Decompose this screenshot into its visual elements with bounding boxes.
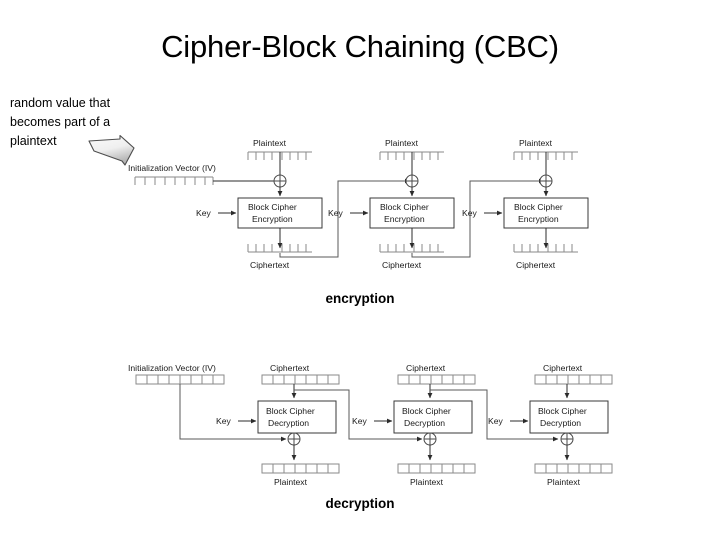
plaintext-bits-dec-1 — [261, 463, 340, 474]
key-label-enc-2: Key — [328, 208, 344, 218]
block-cipher-decryption-label-1b: Decryption — [268, 418, 309, 428]
block-cipher-encryption-label-1b: Encryption — [252, 214, 293, 224]
annotation-line-2: becomes part of a — [10, 115, 111, 129]
plaintext-label-dec-3: Plaintext — [547, 477, 581, 487]
key-label-dec-3: Key — [488, 416, 504, 426]
plaintext-bits-dec-3 — [534, 463, 613, 474]
ciphertext-bits-dec-2 — [397, 374, 476, 385]
plaintext-label-enc-3: Plaintext — [519, 138, 553, 148]
iv-bits-enc — [134, 176, 214, 185]
annotation-line-3: plaintext — [10, 134, 57, 148]
ciphertext-bits-dec-1 — [261, 374, 340, 385]
iv-label-enc: Initialization Vector (IV) — [128, 163, 216, 173]
block-cipher-decryption-label-3b: Decryption — [540, 418, 581, 428]
block-cipher-decryption-label-3a: Block Cipher — [538, 406, 587, 416]
key-label-dec-2: Key — [352, 416, 368, 426]
iv-label-dec: Initialization Vector (IV) — [128, 363, 216, 373]
key-label-dec-1: Key — [216, 416, 232, 426]
block-arrow-down-right-icon — [88, 134, 135, 166]
ciphertext-bits-enc-1 — [247, 244, 312, 253]
plaintext-label-dec-2: Plaintext — [410, 477, 444, 487]
plaintext-label-dec-1: Plaintext — [274, 477, 308, 487]
xor-operator-icon-enc-1 — [273, 174, 287, 188]
block-cipher-encryption-label-2a: Block Cipher — [380, 202, 429, 212]
xor-operator-icon-dec-3 — [560, 432, 574, 446]
page-title: Cipher-Block Chaining (CBC) — [161, 29, 559, 64]
block-cipher-decryption-box-2 — [393, 400, 473, 434]
ciphertext-label-enc-1: Ciphertext — [250, 260, 290, 270]
block-cipher-encryption-label-1a: Block Cipher — [248, 202, 297, 212]
ciphertext-label-dec-2: Ciphertext — [406, 363, 446, 373]
feedback-wire-dec-2-3 — [430, 389, 559, 442]
ciphertext-label-enc-3: Ciphertext — [516, 260, 556, 270]
xor-operator-icon-dec-2 — [423, 432, 437, 446]
ciphertext-bits-dec-3 — [534, 374, 613, 385]
annotation-text: random value that becomes part of a plai… — [10, 94, 160, 151]
ciphertext-label-dec-3: Ciphertext — [543, 363, 583, 373]
key-label-enc-1: Key — [196, 208, 212, 218]
ciphertext-label-enc-2: Ciphertext — [382, 260, 422, 270]
plaintext-bits-dec-2 — [397, 463, 476, 474]
block-cipher-decryption-label-2b: Decryption — [404, 418, 445, 428]
block-cipher-decryption-box-3 — [529, 400, 609, 434]
feedback-wire-enc-2-3 — [411, 178, 545, 258]
caption-decryption: decryption — [325, 496, 395, 511]
ciphertext-bits-enc-3 — [513, 244, 578, 253]
caption-encryption: encryption — [325, 291, 395, 306]
block-cipher-encryption-label-3a: Block Cipher — [514, 202, 563, 212]
annotation-line-1: random value that — [10, 96, 111, 110]
block-cipher-encryption-box-3 — [503, 197, 589, 229]
key-label-enc-3: Key — [462, 208, 478, 218]
block-cipher-decryption-label-1a: Block Cipher — [266, 406, 315, 416]
ciphertext-bits-enc-2 — [379, 244, 444, 253]
block-cipher-decryption-label-2a: Block Cipher — [402, 406, 451, 416]
iv-bits-dec — [135, 374, 225, 385]
block-cipher-encryption-label-2b: Encryption — [384, 214, 425, 224]
feedback-wire-enc-1-2 — [279, 178, 411, 258]
block-cipher-encryption-box-2 — [369, 197, 455, 229]
xor-operator-icon-dec-1 — [287, 432, 301, 446]
plaintext-label-enc-2: Plaintext — [385, 138, 419, 148]
plaintext-label-enc-1: Plaintext — [253, 138, 287, 148]
block-cipher-encryption-label-3b: Encryption — [518, 214, 559, 224]
iv-wire-dec — [179, 384, 287, 442]
block-cipher-decryption-box-1 — [257, 400, 337, 434]
feedback-wire-dec-1-2 — [294, 389, 423, 442]
ciphertext-label-dec-1: Ciphertext — [270, 363, 310, 373]
